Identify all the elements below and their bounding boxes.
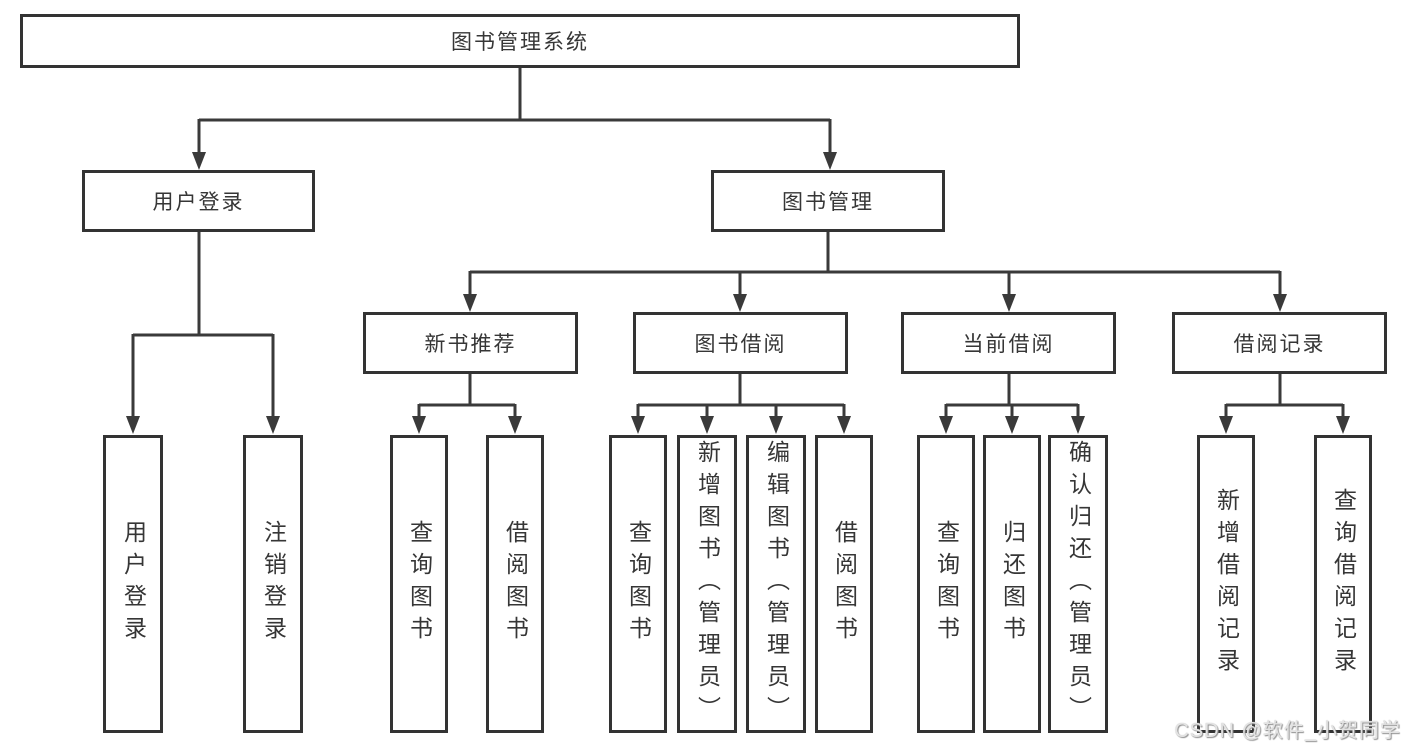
arrowhead-icon xyxy=(266,416,280,434)
leaf-label: 用户登录 xyxy=(120,520,147,648)
leaf-label: 注销登录 xyxy=(260,520,287,648)
node-label: 图书管理 xyxy=(782,191,874,214)
leaf-add-borrow-record: 新增借阅记录 xyxy=(1197,435,1255,733)
leaf-borrow-books-2: 借阅图书 xyxy=(815,435,873,733)
leaf-label: 查询图书 xyxy=(406,520,433,648)
node-label: 借阅记录 xyxy=(1233,333,1326,356)
node-book-borrow: 图书借阅 xyxy=(633,312,848,374)
arrowhead-icon xyxy=(1005,416,1019,434)
node-user-login: 用户登录 xyxy=(82,170,315,232)
leaf-label: 归还图书 xyxy=(999,520,1026,648)
leaf-query-borrow-record: 查询借阅记录 xyxy=(1314,435,1372,733)
leaf-edit-books-admin: 编辑图书（管理员） xyxy=(746,435,806,733)
node-label: 用户登录 xyxy=(152,191,245,214)
arrowhead-icon xyxy=(126,416,140,434)
node-borrow-records: 借阅记录 xyxy=(1172,312,1387,374)
leaf-label: 借阅图书 xyxy=(502,520,529,648)
arrowhead-icon xyxy=(700,416,714,434)
node-book-mgmt: 图书管理 xyxy=(711,170,945,232)
leaf-label: 借阅图书 xyxy=(831,520,858,648)
leaf-label: 编辑图书（管理员） xyxy=(763,440,790,728)
connector-new-books-branch xyxy=(412,374,522,434)
connector-book-mgmt-branch xyxy=(463,232,1287,312)
arrowhead-icon xyxy=(1002,294,1016,312)
arrowhead-icon xyxy=(939,416,953,434)
leaf-label: 查询图书 xyxy=(933,520,960,648)
arrowhead-icon xyxy=(733,294,747,312)
arrowhead-icon xyxy=(1219,416,1233,434)
arrowhead-icon xyxy=(192,152,206,170)
arrowhead-icon xyxy=(508,416,522,434)
csdn-watermark: CSDN @软件_小贺同学 xyxy=(1174,720,1401,742)
arrowhead-icon xyxy=(463,294,477,312)
arrowhead-icon xyxy=(823,152,837,170)
connector-user-login-branch xyxy=(126,232,280,434)
connector-borrow-records-branch xyxy=(1219,374,1350,434)
leaf-return-books: 归还图书 xyxy=(983,435,1041,733)
node-label: 当前借阅 xyxy=(962,333,1055,356)
leaf-label: 新增图书（管理员） xyxy=(694,440,721,728)
arrowhead-icon xyxy=(1273,294,1287,312)
node-label: 新书推荐 xyxy=(424,333,517,356)
node-label: 图书借阅 xyxy=(694,333,787,356)
leaf-label: 确认归还（管理员） xyxy=(1065,440,1092,728)
leaf-user-login: 用户登录 xyxy=(103,435,163,733)
leaf-query-books-2: 查询图书 xyxy=(609,435,667,733)
leaf-label: 查询图书 xyxy=(625,520,652,648)
leaf-add-books-admin: 新增图书（管理员） xyxy=(677,435,737,733)
leaf-confirm-return-admin: 确认归还（管理员） xyxy=(1048,435,1108,733)
leaf-label: 查询借阅记录 xyxy=(1330,488,1357,680)
node-current-borrow: 当前借阅 xyxy=(901,312,1116,374)
arrowhead-icon xyxy=(837,416,851,434)
leaf-borrow-books-1: 借阅图书 xyxy=(486,435,544,733)
connector-current-borrow-branch xyxy=(939,374,1085,434)
arrowhead-icon xyxy=(769,416,783,434)
node-new-books: 新书推荐 xyxy=(363,312,578,374)
arrowhead-icon xyxy=(631,416,645,434)
node-root-system: 图书管理系统 xyxy=(20,14,1020,68)
leaf-query-books-1: 查询图书 xyxy=(390,435,448,733)
connector-book-borrow-branch xyxy=(631,374,851,434)
arrowhead-icon xyxy=(1071,416,1085,434)
leaf-label: 新增借阅记录 xyxy=(1213,488,1240,680)
connector-root-to-level2 xyxy=(192,68,837,170)
leaf-logout: 注销登录 xyxy=(243,435,303,733)
leaf-query-books-3: 查询图书 xyxy=(917,435,975,733)
node-label: 图书管理系统 xyxy=(451,31,589,54)
arrowhead-icon xyxy=(412,416,426,434)
arrowhead-icon xyxy=(1336,416,1350,434)
